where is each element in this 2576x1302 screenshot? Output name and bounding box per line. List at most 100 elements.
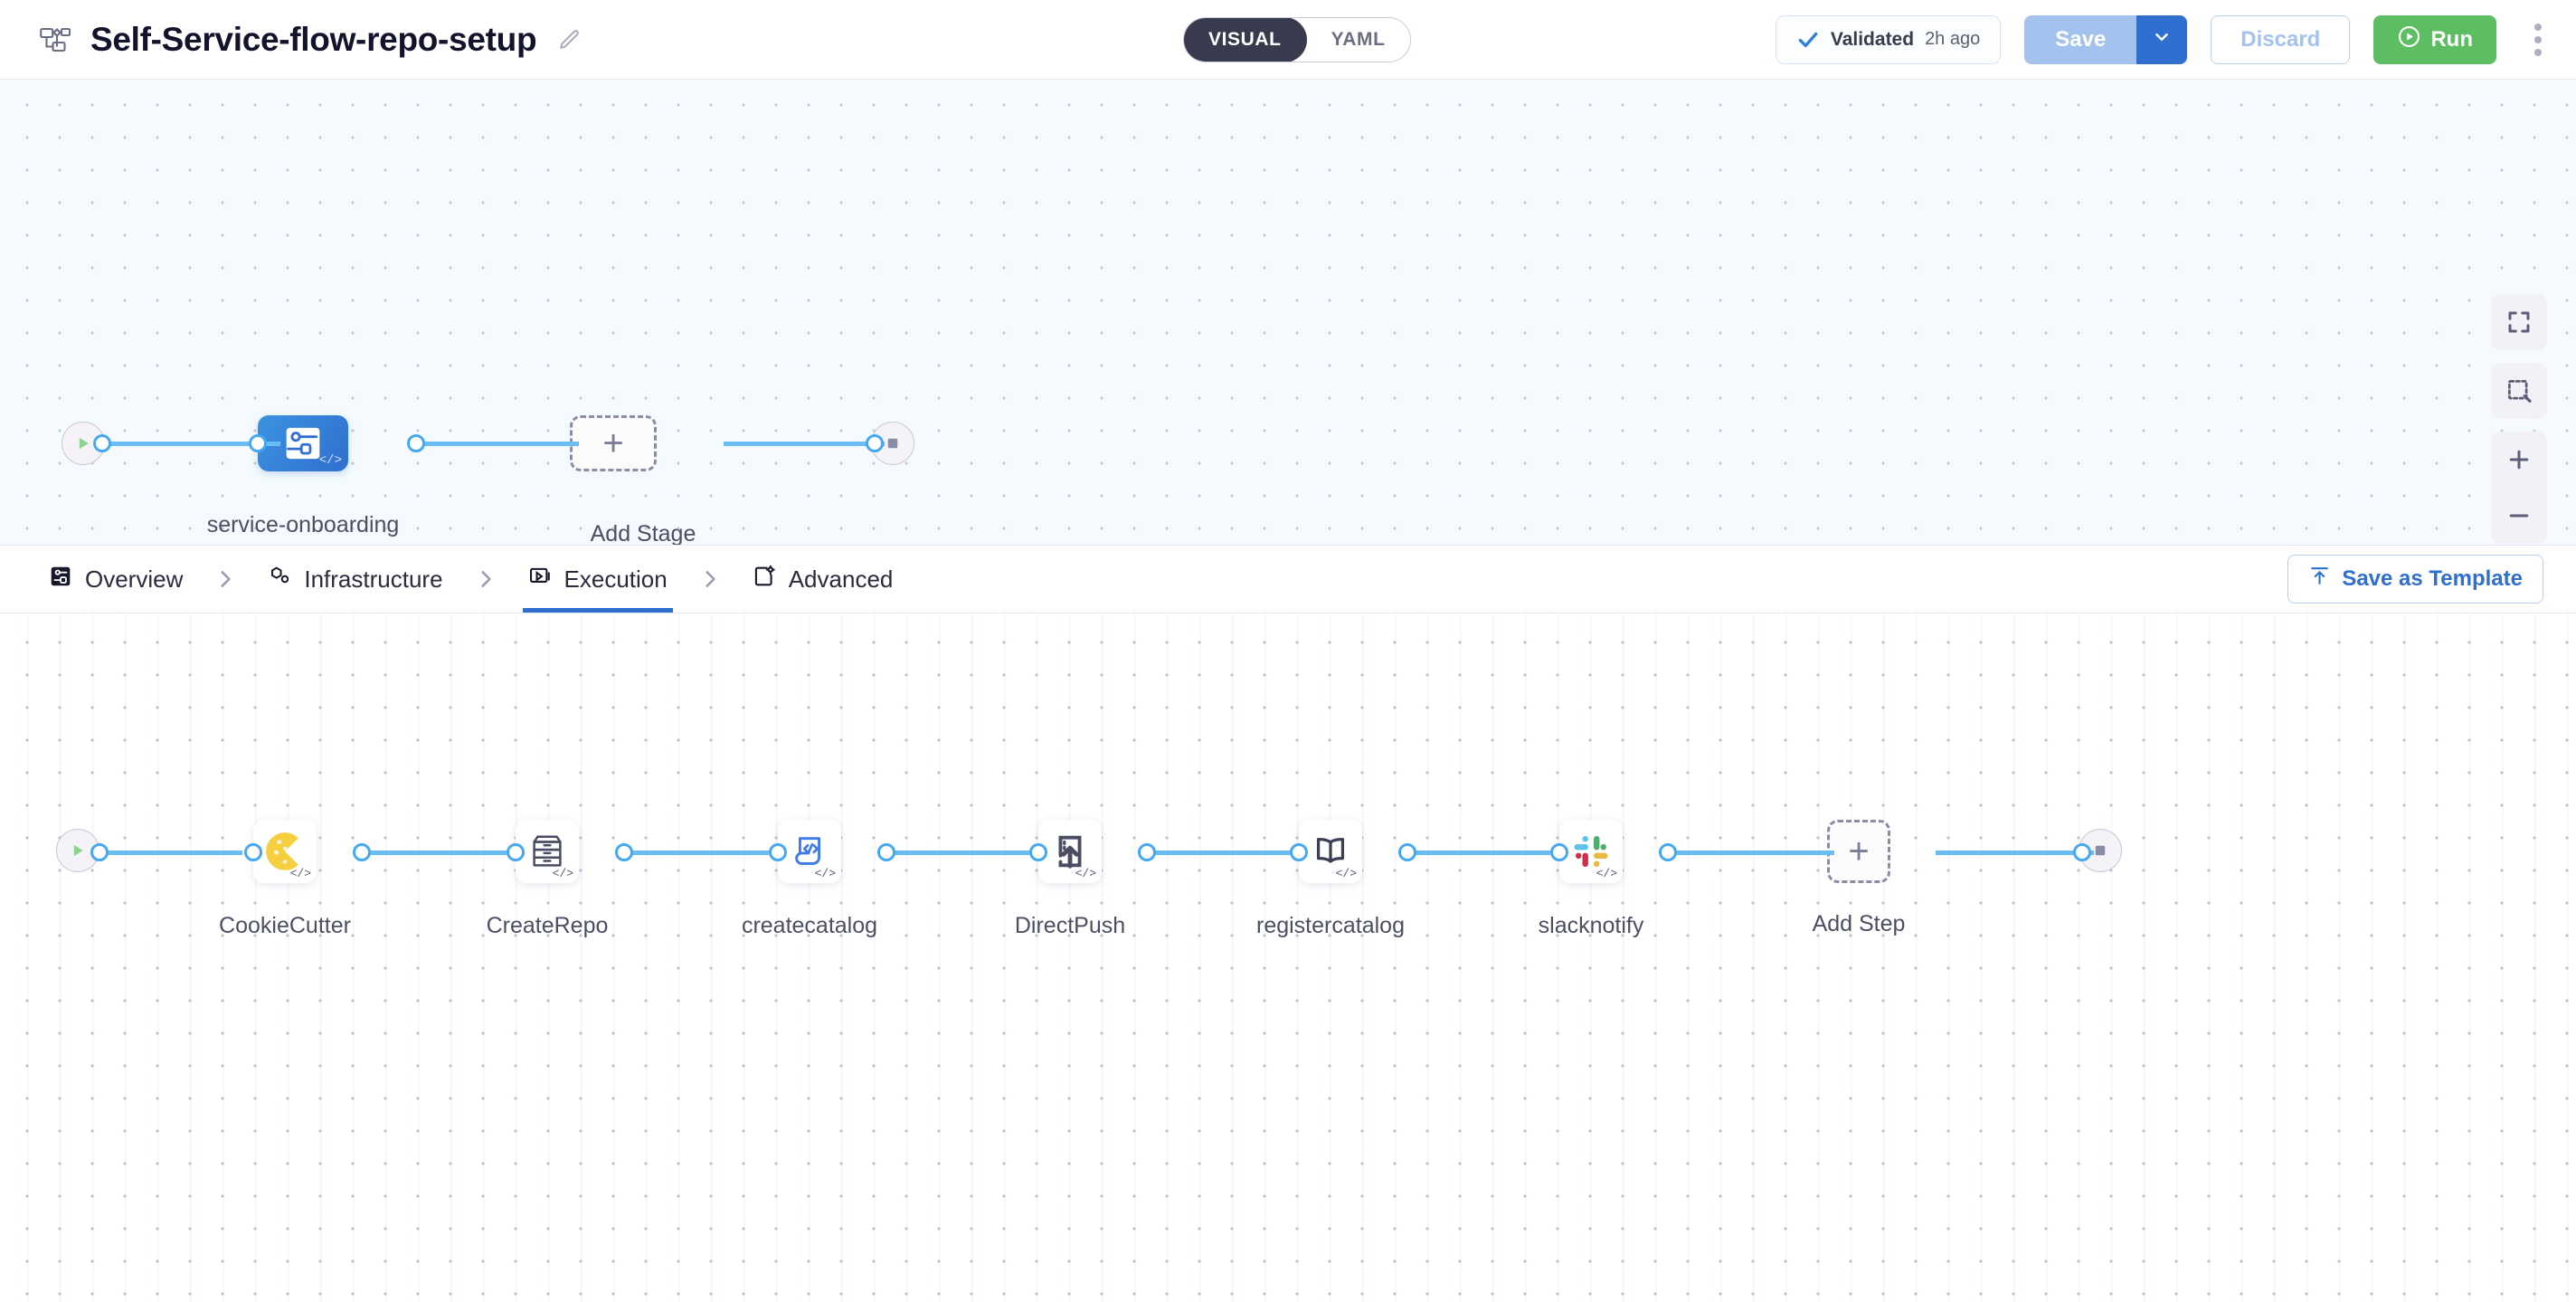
overview-icon [49, 565, 72, 594]
code-badge-icon: </> [814, 867, 836, 880]
fit-to-screen-icon[interactable] [2491, 294, 2547, 350]
port-createrepo-in[interactable] [507, 843, 525, 861]
port-slacknotify-out[interactable] [1659, 843, 1677, 861]
port-cookiecutter-out[interactable] [353, 843, 371, 861]
visual-yaml-toggle[interactable]: VISUAL YAML [1183, 17, 1411, 62]
validated-timestamp: 2h ago [1925, 29, 1981, 49]
port-createcatalog-out[interactable] [877, 843, 895, 861]
step-node-cookiecutter[interactable]: </> [253, 820, 317, 883]
code-scroll-icon[interactable]: </> [778, 820, 841, 883]
plus-icon: + [1848, 832, 1870, 871]
edge-start-to-cookiecutter [98, 851, 242, 855]
add-step-button[interactable]: + [1827, 820, 1890, 883]
tab-execution-label: Execution [564, 565, 668, 593]
cookie-icon[interactable]: </> [253, 820, 317, 883]
port-stage-in[interactable] [249, 434, 267, 452]
edge-registercatalog-to-slacknotify [1407, 851, 1550, 855]
stage-end-node[interactable] [871, 422, 914, 465]
more-vertical-icon[interactable] [2520, 15, 2556, 64]
chevron-down-icon [2152, 27, 2172, 52]
zoom-out-icon[interactable] [2491, 488, 2547, 544]
stop-end-icon [871, 422, 914, 465]
step-label-registercatalog: registercatalog [1256, 913, 1405, 938]
execution-canvas[interactable]: </> CookieCutter </> CreateRepo [0, 613, 2576, 1302]
edge-addstage-to-end [724, 442, 885, 446]
tab-advanced[interactable]: Advanced [747, 546, 899, 613]
port-cookiecutter-in[interactable] [244, 843, 262, 861]
save-button[interactable]: Save [2024, 14, 2137, 64]
plus-icon: + [602, 423, 624, 463]
advanced-icon [753, 565, 776, 594]
port-directpush-in[interactable] [1029, 843, 1047, 861]
step-label-createrepo: CreateRepo [486, 913, 609, 938]
pencil-edit-icon[interactable] [553, 24, 585, 56]
tab-infrastructure[interactable]: Infrastructure [262, 546, 448, 613]
port-createrepo-out[interactable] [615, 843, 633, 861]
tab-list: Overview Infrastructure [43, 546, 898, 613]
step-node-directpush[interactable]: </> [1038, 820, 1102, 883]
add-step-label: Add Step [1812, 911, 1906, 936]
edge-createrepo-to-createcatalog [624, 851, 769, 855]
stage-node-service-onboarding[interactable]: </> [258, 415, 348, 471]
status-badge: Validated 2h ago [1775, 14, 2002, 64]
upload-push-icon[interactable]: </> [1038, 820, 1102, 883]
slack-icon[interactable]: </> [1559, 820, 1623, 883]
zoom-in-icon[interactable] [2491, 432, 2547, 488]
edge-start-to-stage [99, 442, 280, 446]
step-node-createcatalog[interactable]: </> [778, 820, 841, 883]
save-button-group[interactable]: Save [2024, 14, 2188, 64]
add-stage-box[interactable]: + [570, 415, 657, 471]
page-title: Self-Service-flow-repo-setup [90, 20, 537, 58]
validated-label: Validated [1830, 28, 1915, 50]
step-node-registercatalog[interactable]: </> [1299, 820, 1362, 883]
tab-overview[interactable]: Overview [43, 546, 188, 613]
chevron-right-icon [673, 567, 747, 591]
code-badge-icon: </> [1075, 867, 1096, 880]
execution-icon [528, 565, 552, 594]
code-badge-icon: </> [1596, 867, 1617, 880]
step-label-slacknotify: slacknotify [1538, 913, 1644, 938]
edge-slacknotify-to-addstep [1669, 851, 1834, 855]
canvas-controls[interactable] [2491, 294, 2547, 544]
zoom-controls-group[interactable] [2491, 432, 2547, 544]
step-node-createrepo[interactable]: </> [516, 820, 579, 883]
open-book-icon[interactable]: </> [1299, 820, 1362, 883]
code-badge-icon: </> [552, 867, 573, 880]
app-header: Self-Service-flow-repo-setup VISUAL YAML… [0, 0, 2576, 80]
stage-canvas[interactable]: </> service-onboarding + Add Stage [0, 80, 2576, 546]
add-step-box[interactable]: + [1827, 820, 1890, 883]
tab-overview-label: Overview [85, 565, 184, 593]
discard-button[interactable]: Discard [2211, 14, 2351, 64]
tab-infrastructure-label: Infrastructure [304, 565, 443, 593]
view-mode-toggle[interactable]: VISUAL YAML [1183, 17, 1411, 62]
port-directpush-out[interactable] [1138, 843, 1156, 861]
save-as-template-button[interactable]: Save as Template [2287, 555, 2543, 603]
toggle-option-yaml[interactable]: YAML [1331, 29, 1386, 50]
port-exec-start-out[interactable] [90, 843, 109, 861]
port-registercatalog-in[interactable] [1290, 843, 1308, 861]
pipeline-flow-icon [36, 21, 74, 59]
selection-box-icon[interactable] [2491, 363, 2547, 419]
stage-node-icon[interactable]: </> [258, 415, 348, 471]
archive-drawers-icon[interactable]: </> [516, 820, 579, 883]
port-exec-end-in[interactable] [2073, 843, 2091, 861]
port-end-in[interactable] [866, 434, 884, 452]
step-node-slacknotify[interactable]: </> [1559, 820, 1623, 883]
code-badge-icon: </> [318, 453, 342, 468]
toggle-option-visual[interactable]: VISUAL [1183, 18, 1307, 62]
section-tabbar: Overview Infrastructure [0, 546, 2576, 613]
tab-execution[interactable]: Execution [522, 546, 673, 613]
save-dropdown-button[interactable] [2136, 14, 2188, 64]
port-start-out[interactable] [93, 434, 111, 452]
edge-directpush-to-registercatalog [1147, 851, 1292, 855]
check-icon [1796, 28, 1820, 52]
step-label-createcatalog: createcatalog [741, 913, 878, 938]
port-registercatalog-out[interactable] [1398, 843, 1416, 861]
port-createcatalog-in[interactable] [769, 843, 787, 861]
add-stage-button[interactable]: + [570, 415, 657, 471]
run-button[interactable]: Run [2373, 14, 2496, 64]
tab-advanced-label: Advanced [788, 565, 894, 593]
port-slacknotify-in[interactable] [1550, 843, 1568, 861]
port-stage-out[interactable] [407, 434, 425, 452]
infrastructure-icon [268, 565, 291, 594]
